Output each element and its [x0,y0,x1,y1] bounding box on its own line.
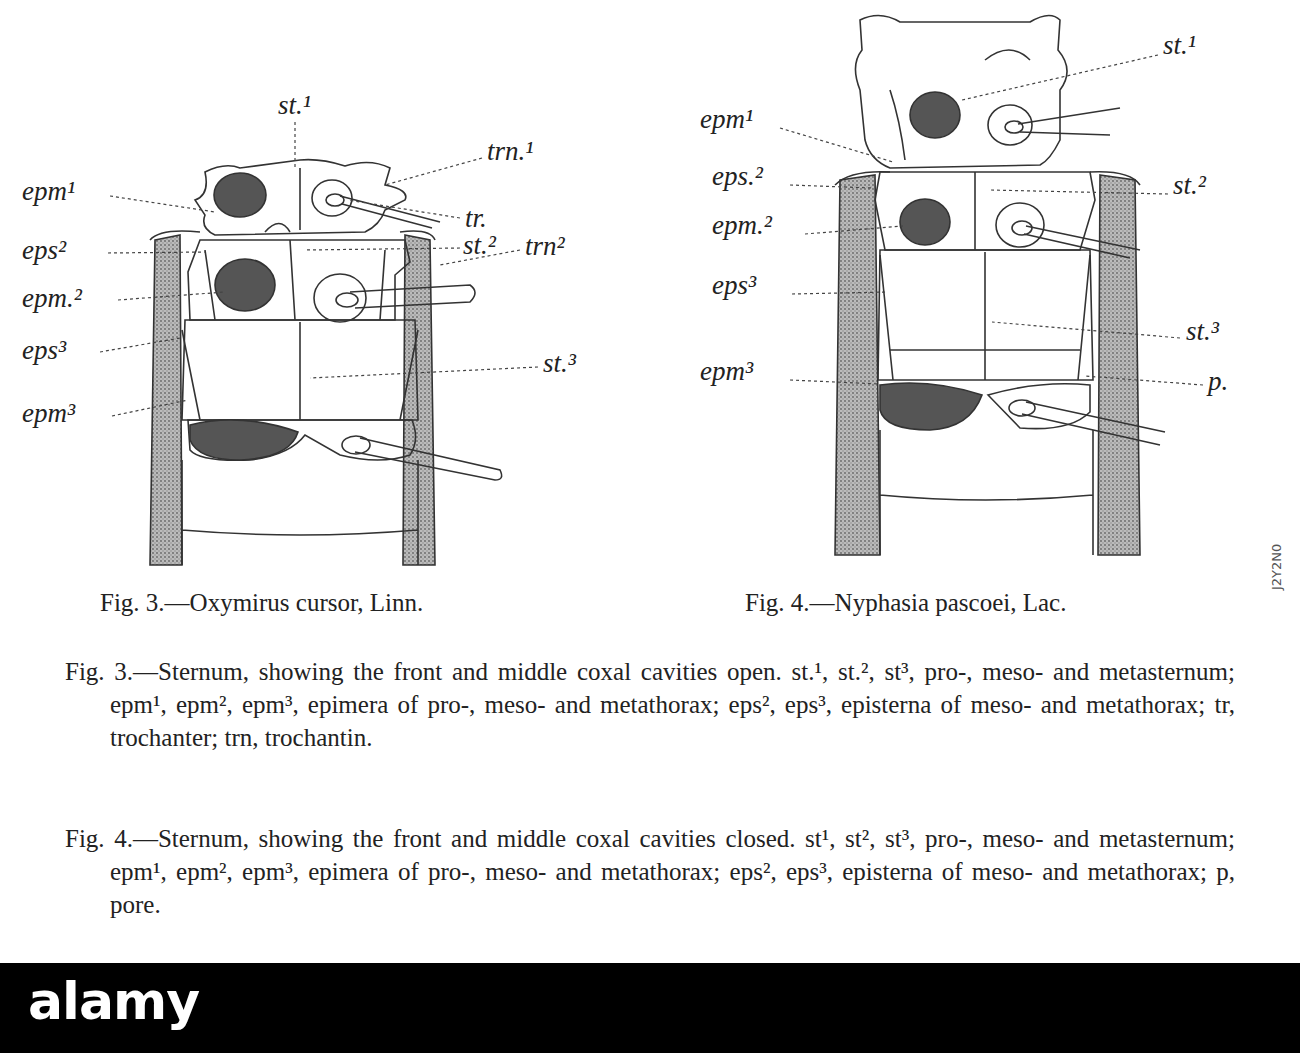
figure-caption: Fig. 4.—Sternum, showing the front and m… [65,822,1235,921]
part-label: trn.¹ [487,138,533,165]
part-label: st.¹ [1163,32,1196,59]
part-label: epm³ [22,400,75,427]
part-label: st.³ [543,350,576,377]
part-label: tr. [465,205,487,232]
part-label: st.² [463,232,496,259]
figure-3-drawing [150,160,502,565]
part-label: eps³ [712,272,756,299]
figure-4-drawing [835,15,1165,555]
part-label: st.² [1173,172,1206,199]
figure-title: Fig. 4.—Nyphasia pascoei, Lac. [745,590,1066,615]
part-label: eps² [22,237,66,264]
part-label: epm¹ [22,178,75,205]
image-id: J2Y2N0 [1270,544,1283,590]
part-label: epm.² [712,212,772,239]
part-label: st.¹ [278,92,311,119]
part-label: p. [1208,368,1228,395]
watermark-bar [0,963,1300,1053]
part-label: trn² [525,233,565,260]
part-label: st.³ [1186,318,1219,345]
figure-title: Fig. 3.—Oxymirus cursor, Linn. [100,590,423,615]
part-label: epm.² [22,285,82,312]
watermark: alamy [28,975,199,1027]
leader-lines [100,55,1203,416]
part-label: eps³ [22,337,66,364]
part-label: eps.² [712,163,763,190]
figure-caption: Fig. 3.—Sternum, showing the front and m… [65,655,1235,754]
part-label: epm¹ [700,106,753,133]
part-label: epm³ [700,358,753,385]
